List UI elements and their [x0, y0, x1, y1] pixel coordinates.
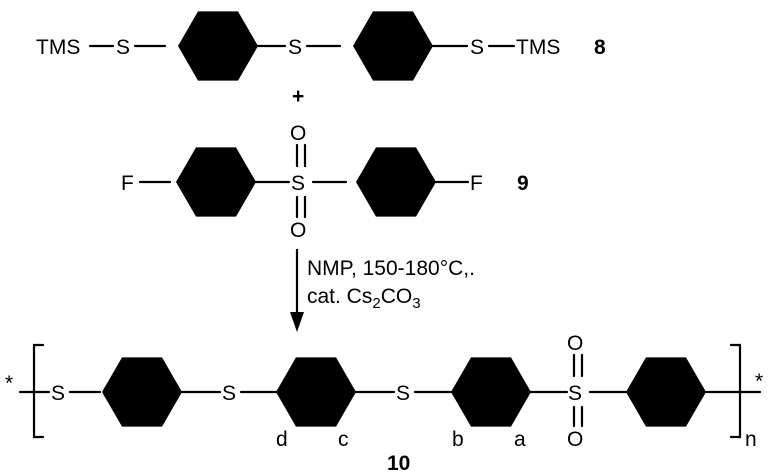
- conditions-line-2: cat. Cs2CO3: [307, 285, 421, 312]
- compound-number-9: 9: [517, 172, 529, 195]
- sulfur-label: S: [51, 382, 65, 405]
- fluorine-label: F: [121, 172, 134, 195]
- conditions-line-1: NMP, 150-180°C,.: [307, 257, 475, 280]
- sulfur-label: S: [470, 36, 484, 59]
- benzene-ring: [353, 11, 433, 81]
- oxygen-label: O: [290, 219, 306, 242]
- proton-label-d: d: [276, 428, 288, 451]
- oxygen-label: O: [567, 332, 583, 355]
- compound-number-8: 8: [594, 36, 606, 59]
- sulfonyl-sulfur-label: S: [568, 382, 582, 405]
- arrow-head: [290, 312, 304, 332]
- oxygen-label: O: [290, 122, 306, 145]
- sulfonyl-sulfur-label: S: [291, 172, 305, 195]
- repeat-subscript: n: [745, 428, 757, 451]
- benzene-ring: [626, 357, 706, 427]
- tms-right-label: TMS: [516, 36, 560, 59]
- benzene-ring: [176, 147, 256, 217]
- polymer-10: * S S S S O O * n d c b a 10: [5, 332, 763, 475]
- compound-8: TMS S S S TMS 8: [36, 11, 606, 81]
- compound-9: F S O O F 9: [121, 122, 529, 242]
- benzene-ring: [178, 11, 258, 81]
- benzene-ring: [356, 147, 436, 217]
- sulfur-label: S: [288, 36, 302, 59]
- benzene-ring: [451, 357, 531, 427]
- sulfur-label: S: [222, 382, 236, 405]
- end-group-right: *: [755, 370, 763, 393]
- benzene-ring: [102, 357, 182, 427]
- proton-label-c: c: [338, 428, 349, 451]
- benzene-ring: [276, 357, 356, 427]
- reaction-arrow: [290, 248, 304, 332]
- sulfur-label: S: [396, 382, 410, 405]
- end-group-left: *: [5, 372, 13, 395]
- proton-label-a: a: [514, 428, 526, 451]
- oxygen-label: O: [567, 428, 583, 451]
- proton-label-b: b: [452, 428, 464, 451]
- fluorine-label: F: [470, 172, 483, 195]
- bracket-right: [729, 343, 742, 439]
- tms-left-label: TMS: [36, 36, 80, 59]
- plus-sign: +: [292, 85, 304, 108]
- compound-number-10: 10: [387, 452, 410, 475]
- sulfur-label: S: [116, 36, 130, 59]
